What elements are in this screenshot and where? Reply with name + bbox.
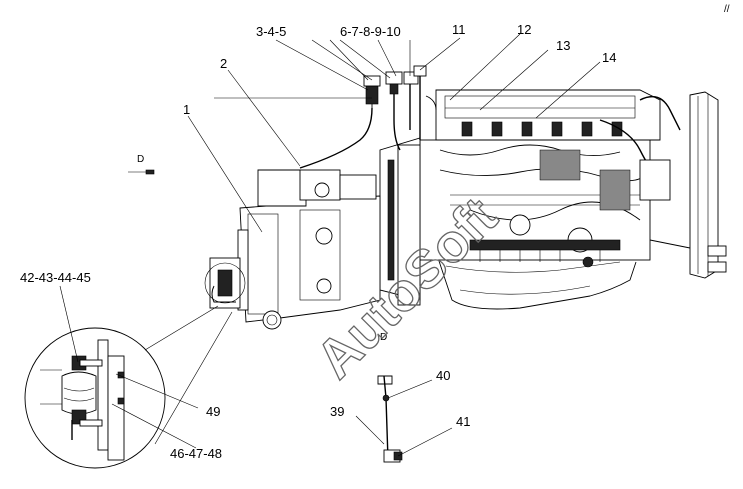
callout-3-4-5: 3-4-5 [256, 24, 286, 39]
callout-42-43-44-45: 42-43-44-45 [20, 270, 91, 285]
corner-mark: // [724, 4, 730, 15]
leader-lines [59, 33, 601, 457]
callout-13: 13 [556, 38, 570, 53]
callout-40: 40 [436, 368, 450, 383]
callout-2: 2 [220, 56, 227, 71]
callout-labels: 1 2 3-4-5 6-7-8-9-10 11 12 13 14 42-43-4… [20, 22, 616, 461]
view-mark-d-main: D [128, 154, 155, 175]
engine-assembly [214, 65, 727, 330]
callout-6-7-8-9-10: 6-7-8-9-10 [340, 24, 401, 39]
callout-46-47-48: 46-47-48 [170, 446, 222, 461]
callout-1: 1 [183, 102, 190, 117]
dipstick-assembly [377, 375, 403, 463]
valve-3 [365, 85, 379, 105]
callout-41: 41 [456, 414, 470, 429]
rubber-mount [61, 371, 97, 415]
callout-14: 14 [602, 50, 616, 65]
detail-view-mount [24, 305, 233, 469]
view-mark-d-label: D [137, 154, 144, 165]
callout-12: 12 [517, 22, 531, 37]
callout-39: 39 [330, 404, 344, 419]
mount-assembly [204, 257, 246, 309]
callout-49: 49 [206, 404, 220, 419]
shift-housing [257, 169, 307, 207]
detail-circle [24, 327, 166, 469]
callout-11: 11 [452, 22, 466, 37]
view-mark-d-detail-label: D [380, 332, 387, 343]
